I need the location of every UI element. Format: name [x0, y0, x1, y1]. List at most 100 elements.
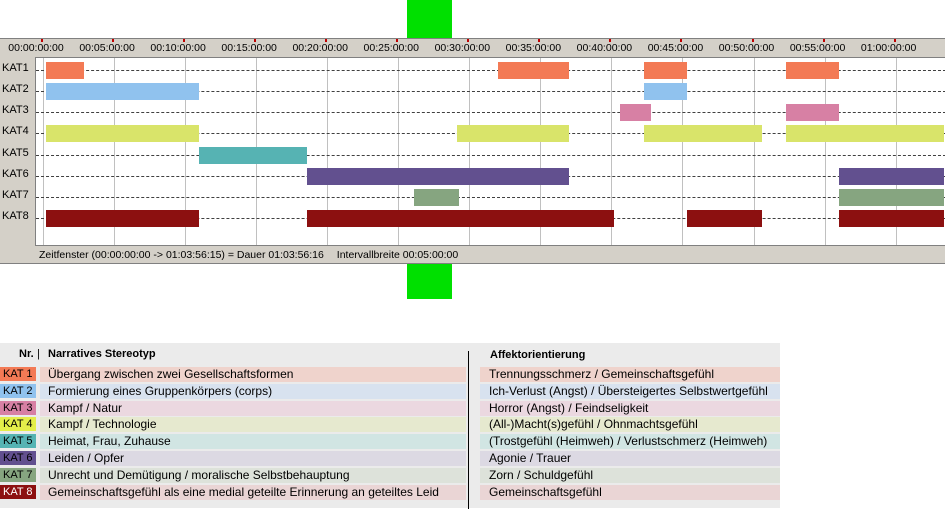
- tick-label: 00:45:00:00: [647, 42, 704, 54]
- legend-header: Nr. | Narratives Stereotyp Affektorienti…: [0, 343, 780, 367]
- grid-line-horizontal: [36, 91, 945, 93]
- tick-mark: [822, 39, 825, 42]
- affect-text: Ich-Verlust (Angst) / Übersteigertes Sel…: [480, 383, 780, 399]
- row-label-kat5: KAT5: [2, 146, 29, 159]
- tick-mark: [396, 39, 399, 42]
- category-badge: KAT 8: [0, 484, 36, 499]
- tick-mark: [680, 39, 683, 42]
- grid-line-vertical: [327, 58, 329, 245]
- header-affect: Affektorientierung: [490, 349, 586, 361]
- header-nr: Nr.: [19, 348, 34, 360]
- segment-kat2[interactable]: [45, 83, 200, 101]
- segment-kat8[interactable]: [45, 210, 200, 228]
- row-label-kat4: KAT4: [2, 125, 29, 138]
- tick-label: 00:40:00:00: [576, 42, 633, 54]
- segment-kat1[interactable]: [45, 62, 85, 79]
- segment-kat1[interactable]: [644, 62, 687, 79]
- tick-mark: [538, 39, 541, 42]
- row-label-kat7: KAT7: [2, 188, 29, 201]
- category-badge: KAT 2: [0, 383, 36, 398]
- tick-mark: [751, 39, 754, 42]
- category-badge: KAT 5: [0, 434, 36, 449]
- tick-label: 01:00:00:00: [860, 42, 917, 54]
- legend-row: KAT 1 Übergang zwischen zwei Gesellschaft…: [0, 367, 780, 382]
- category-badge: KAT 7: [0, 467, 36, 482]
- tick-label: 00:05:00:00: [79, 42, 135, 54]
- affect-text: (Trostgefühl (Heimweh) / Verlustschmerz …: [480, 434, 780, 450]
- segment-kat8[interactable]: [307, 210, 615, 228]
- grid-line-vertical: [824, 58, 826, 245]
- segment-kat4[interactable]: [786, 125, 944, 143]
- tick-label: 00:10:00:00: [150, 42, 206, 54]
- affect-text: Agonie / Trauer: [480, 451, 780, 466]
- stereotype-text: Übergang zwischen zwei Gesellschaftsform…: [40, 367, 466, 382]
- segment-kat7[interactable]: [413, 188, 460, 206]
- tick-mark: [325, 39, 328, 42]
- affect-text: Trennungsschmerz / Gemeinschaftsgefühl: [480, 367, 780, 382]
- tick-label: 00:35:00:00: [505, 42, 562, 54]
- affect-text: Zorn / Schuldgefühl: [480, 467, 780, 483]
- tick-label: 00:00:00:00: [8, 42, 64, 54]
- category-badge: KAT 1: [0, 367, 36, 381]
- tick-label: 00:50:00:00: [718, 42, 775, 54]
- grid-line-horizontal: [36, 196, 945, 198]
- tick-mark: [254, 39, 257, 42]
- stereotype-text: Formierung eines Gruppenkörpers (corps): [40, 383, 466, 399]
- tick-label: 00:20:00:00: [292, 42, 348, 54]
- segment-kat2[interactable]: [644, 83, 687, 101]
- category-badge: KAT 3: [0, 400, 36, 415]
- segment-kat6[interactable]: [838, 167, 944, 185]
- tick-label: 00:25:00:00: [363, 42, 419, 54]
- segment-kat8[interactable]: [838, 210, 944, 228]
- grid-line-vertical: [398, 58, 400, 245]
- row-label-kat3: KAT3: [2, 104, 29, 117]
- affect-text: Gemeinschaftsgefühl: [480, 484, 780, 500]
- header-separator: |: [37, 348, 40, 360]
- row-label-kat2: KAT2: [2, 83, 29, 96]
- playhead-marker-bottom[interactable]: [407, 263, 452, 299]
- grid-line-vertical: [114, 58, 116, 245]
- grid-line-vertical: [611, 58, 613, 245]
- stereotype-text: Leiden / Opfer: [40, 451, 466, 466]
- category-legend-table: Nr. | Narratives Stereotyp Affektorienti…: [0, 343, 780, 509]
- segment-kat1[interactable]: [786, 62, 839, 79]
- row-label-kat1: KAT1: [2, 62, 29, 74]
- segment-kat4[interactable]: [644, 125, 763, 143]
- grid-line-horizontal: [36, 154, 945, 156]
- tick-mark: [183, 39, 186, 42]
- stereotype-text: Kampf / Natur: [40, 400, 466, 416]
- column-divider: [468, 351, 469, 509]
- tick-mark: [893, 39, 896, 42]
- segment-kat3[interactable]: [786, 104, 839, 122]
- timeline-plot-area[interactable]: [35, 57, 945, 245]
- grid-line-vertical: [682, 58, 684, 245]
- stereotype-text: Unrecht und Demütigung / moralische Selb…: [40, 467, 466, 483]
- tick-label: 00:30:00:00: [434, 42, 491, 54]
- interval-width-text: Intervallbreite 00:05:00:00: [336, 249, 459, 261]
- grid-line-vertical: [469, 58, 471, 245]
- grid-line-horizontal: [36, 70, 945, 71]
- segment-kat7[interactable]: [838, 188, 944, 206]
- tick-mark: [609, 39, 612, 42]
- grid-line-vertical: [895, 58, 897, 245]
- segment-kat3[interactable]: [619, 104, 652, 122]
- segment-kat6[interactable]: [307, 167, 569, 185]
- tick-mark: [112, 39, 115, 42]
- grid-line-vertical: [43, 58, 44, 245]
- segment-kat1[interactable]: [497, 62, 569, 79]
- grid-line-horizontal: [36, 112, 945, 114]
- playhead-marker-top[interactable]: [407, 0, 452, 38]
- row-label-kat8: KAT8: [2, 210, 29, 223]
- grid-line-vertical: [753, 58, 755, 245]
- affect-text: (All-)Macht(s)gefühl / Ohnmachtsgefühl: [480, 417, 780, 433]
- segment-kat5[interactable]: [199, 146, 308, 164]
- segment-kat8[interactable]: [686, 210, 763, 228]
- segment-kat4[interactable]: [45, 125, 200, 143]
- legend-row: KAT 2 Formierung eines Gruppenkörpers (co…: [0, 383, 780, 399]
- segment-kat4[interactable]: [456, 125, 569, 143]
